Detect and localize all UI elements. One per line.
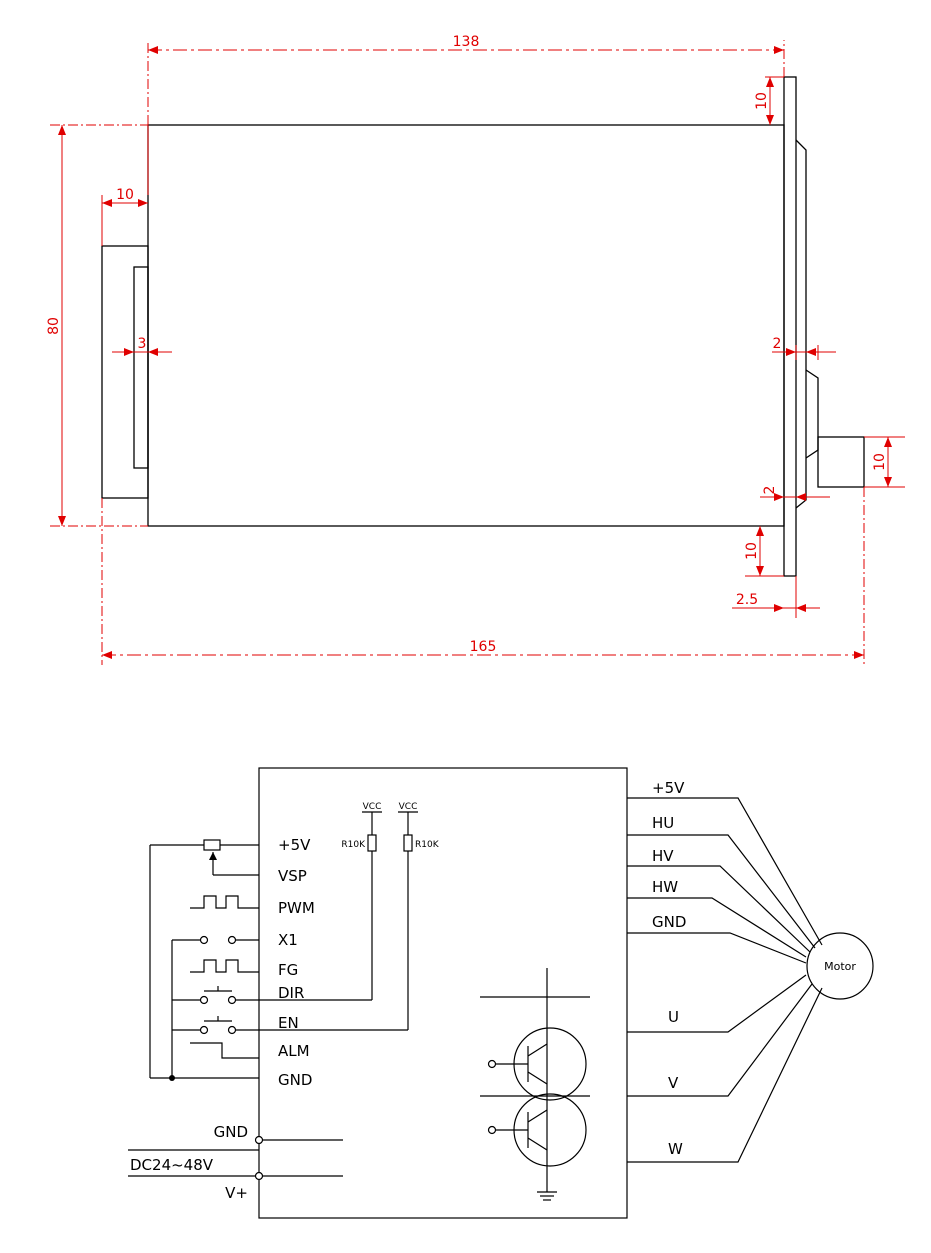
wire-gnd	[627, 932, 807, 964]
transistor-emitter	[527, 1137, 548, 1151]
pin-label-x1: X1	[278, 931, 298, 949]
power-label-vplus: V+	[225, 1184, 248, 1202]
motor-pin-hu: HU	[652, 814, 674, 832]
dimension-labels: 138 165 80 10 10 10 3 2 2 2.5 10	[46, 34, 888, 655]
transistor-collector	[527, 1043, 548, 1057]
dim-flange-thickness: 2	[773, 336, 782, 352]
dim-165: 165	[470, 639, 497, 655]
motor-pin-hw: HW	[652, 878, 678, 896]
flange-step	[795, 139, 807, 509]
wire-u	[627, 974, 807, 1033]
wire-hw	[627, 897, 807, 958]
pin-label-alm: ALM	[278, 1042, 310, 1060]
mechanical-drawing	[101, 76, 865, 577]
pin-label-dir: DIR	[278, 984, 304, 1002]
pin-label-pwm: PWM	[278, 899, 315, 917]
shaft	[817, 436, 865, 488]
dim-80: 80	[46, 317, 62, 335]
pin-label-gnd: GND	[278, 1071, 312, 1089]
power-label-gnd: GND	[214, 1123, 248, 1141]
wire-5v	[627, 797, 823, 946]
pot-wiper-arrow	[209, 852, 217, 860]
transistor-collector	[527, 1109, 548, 1123]
vcc-label: VCC	[399, 802, 418, 812]
dim-flange-base: 2.5	[736, 592, 758, 608]
alm-wire	[190, 1042, 259, 1059]
dim-left-block: 10	[116, 187, 134, 203]
dim-shaft-gap: 2	[762, 486, 778, 495]
flange-plate	[783, 76, 797, 577]
left-end-block	[101, 245, 149, 499]
input-terminal	[487, 1059, 497, 1069]
left-inner-notch	[133, 266, 149, 469]
driver-box	[258, 767, 628, 1219]
resistor-label: R10K	[415, 840, 440, 850]
pin-label-fg: FG	[278, 961, 298, 979]
transistor-emitter	[527, 1071, 548, 1085]
wiring-labels: +5V VSP PWM X1 FG DIR EN ALM GND VCC VCC…	[130, 779, 856, 1202]
potentiometer	[203, 839, 221, 851]
motor-circle	[806, 932, 874, 1000]
motor-pin-hv: HV	[652, 847, 674, 865]
fg-signal	[190, 959, 259, 973]
motor-label: Motor	[824, 960, 856, 973]
wire-w	[627, 987, 823, 1163]
dim-left-inner: 3	[138, 336, 147, 352]
input-terminal	[487, 1125, 497, 1135]
dim-138: 138	[453, 34, 480, 50]
dim-flange-top: 10	[754, 92, 770, 110]
pin-label-en: EN	[278, 1014, 299, 1032]
motor-pin-gnd: GND	[652, 913, 686, 931]
shaft-collar	[805, 369, 819, 459]
motor-pin-v: V	[668, 1074, 679, 1092]
motor-body-outline	[147, 124, 785, 527]
motor-pin-w: W	[668, 1140, 683, 1158]
dimension-lines	[50, 40, 905, 665]
pin-label-vsp: VSP	[278, 867, 307, 885]
pin-label-5v: +5V	[278, 836, 311, 854]
resistor-label: R10K	[341, 840, 366, 850]
switch-contacts	[199, 935, 264, 1181]
wire-v	[627, 983, 813, 1097]
junction-dots	[169, 852, 217, 1081]
wiring-diagram	[128, 767, 874, 1219]
dim-shaft: 10	[872, 453, 888, 471]
wire-hv	[627, 865, 811, 953]
motor-pin-5v: +5V	[652, 779, 685, 797]
resistor	[367, 834, 377, 852]
dimension-arrows	[58, 46, 892, 659]
wire-hu	[627, 834, 816, 949]
motor-pin-u: U	[668, 1008, 679, 1026]
pwm-signal	[190, 895, 259, 909]
dim-flange-bottom: 10	[744, 542, 760, 560]
resistor	[403, 834, 413, 852]
power-label-voltage: DC24~48V	[130, 1156, 214, 1174]
vcc-label: VCC	[363, 802, 382, 812]
